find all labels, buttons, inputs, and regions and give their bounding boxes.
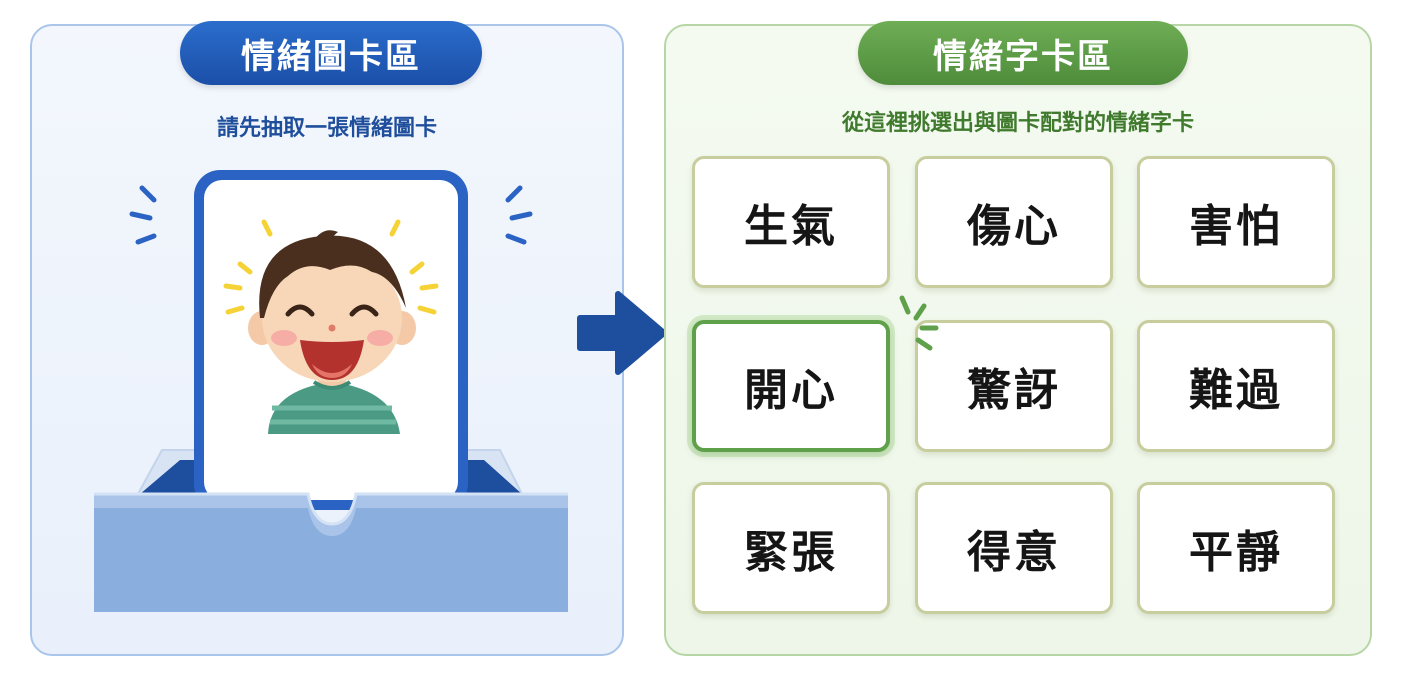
word-card[interactable]: 緊張 <box>692 482 890 614</box>
picture-zone-instruction: 請先抽取一張情緒圖卡 <box>216 116 437 141</box>
word-card[interactable]: 難過 <box>1137 320 1335 452</box>
word-card[interactable]: 傷心 <box>915 156 1113 288</box>
right-arrow-icon <box>577 291 667 375</box>
card-deck-box <box>94 170 568 612</box>
word-card[interactable]: 生氣 <box>692 156 890 288</box>
happy-boy-face-icon <box>223 219 439 434</box>
word-card[interactable]: 得意 <box>915 482 1113 614</box>
word-card-selected[interactable]: 開心 <box>692 320 890 452</box>
word-zone-title: 情緒字卡區 <box>858 21 1188 85</box>
word-card-grid: 生氣 傷心 害怕 開心 驚訝 難過 緊張 得意 平靜 <box>692 156 1336 616</box>
sparkle-icon <box>899 295 939 351</box>
word-card[interactable]: 驚訝 <box>915 320 1113 452</box>
word-card[interactable]: 害怕 <box>1137 156 1335 288</box>
word-card[interactable]: 平靜 <box>1137 482 1335 614</box>
word-zone-instruction: 從這裡挑選出與圖卡配對的情緒字卡 <box>841 111 1194 136</box>
picture-zone-title: 情緒圖卡區 <box>180 21 482 85</box>
